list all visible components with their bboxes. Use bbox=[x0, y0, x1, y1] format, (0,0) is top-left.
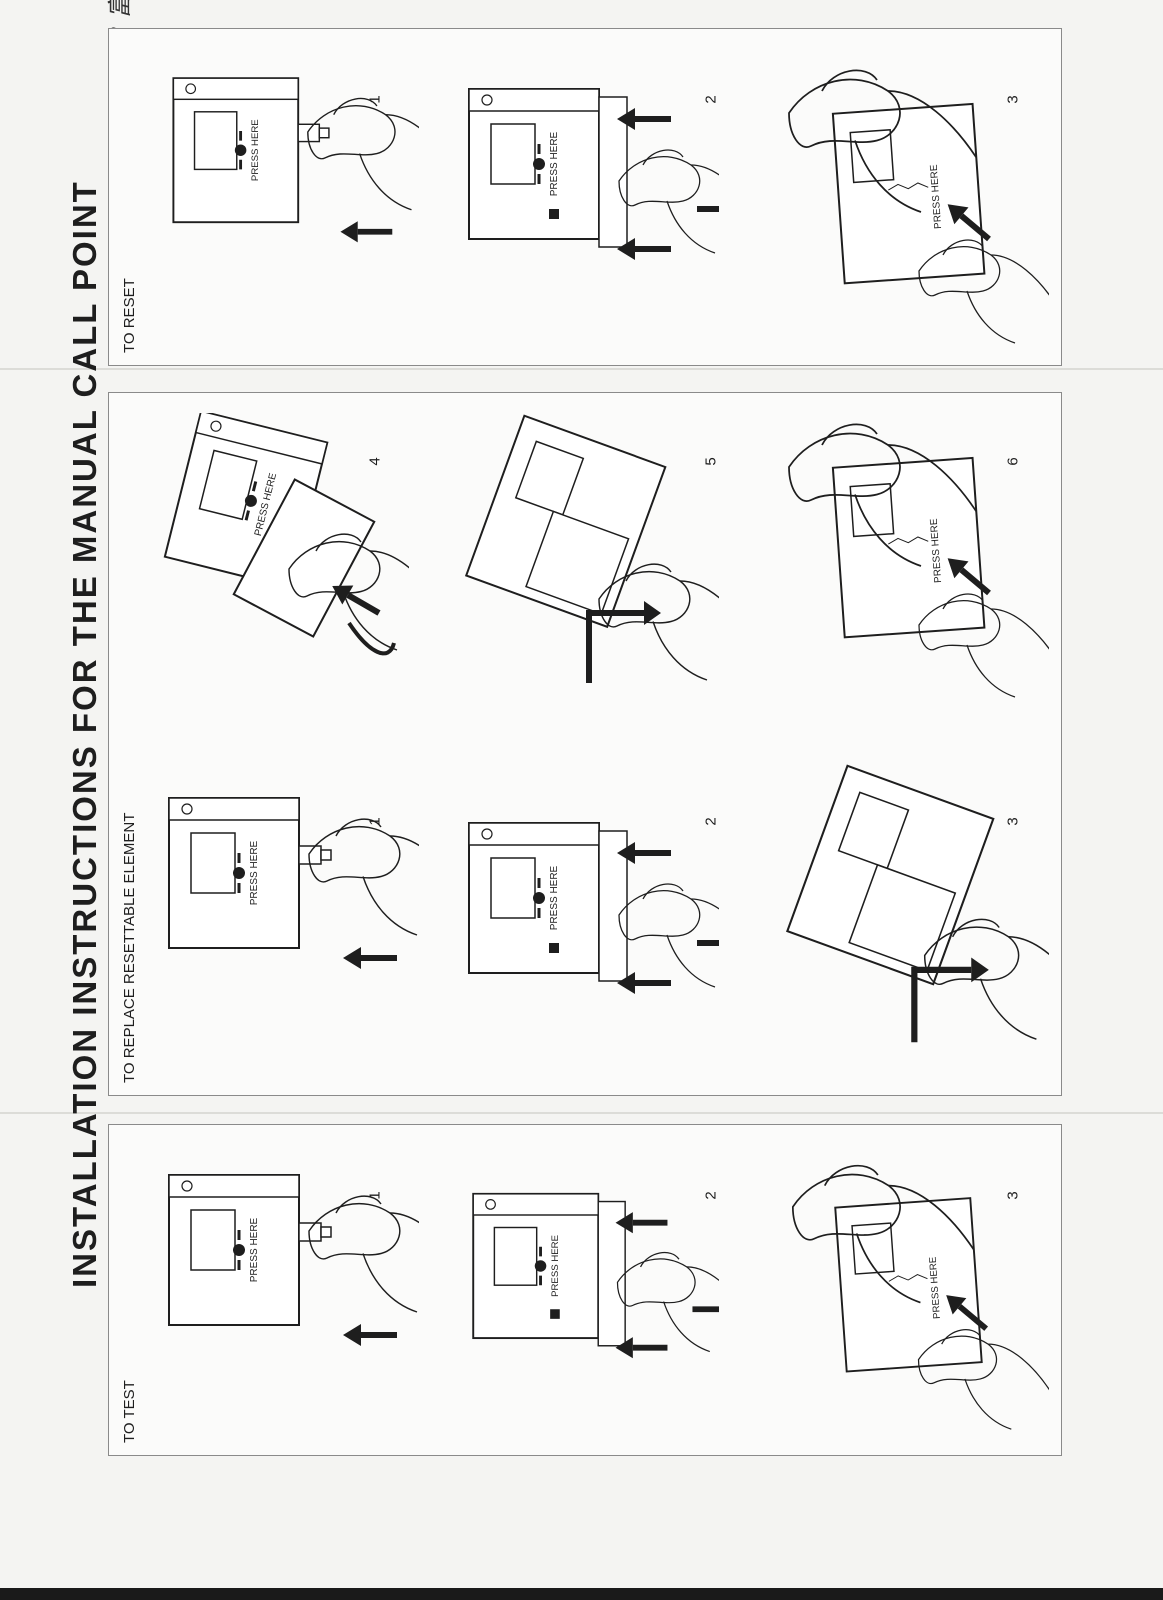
document-title: INSTALLATION INSTRUCTIONS FOR THE MANUAL… bbox=[66, 180, 103, 1288]
call-point-device-icon: PRESS HERE bbox=[168, 797, 300, 949]
hand-icon bbox=[598, 563, 719, 681]
svg-text:PRESS HERE: PRESS HERE bbox=[250, 119, 261, 181]
push-arrow-icon bbox=[615, 1337, 668, 1359]
push-arrow-icon bbox=[692, 1306, 719, 1313]
push-arrow-icon bbox=[946, 1295, 989, 1331]
push-arrow-icon bbox=[697, 206, 719, 212]
section-to-reset: TO RESET PRESS HERE bbox=[108, 28, 1062, 366]
step-number: 3 bbox=[1004, 817, 1022, 826]
push-arrow-icon bbox=[947, 204, 991, 242]
call-point-device-icon: PRESS HERE bbox=[468, 88, 600, 240]
hand-icon bbox=[791, 1164, 975, 1304]
key-icon bbox=[297, 123, 330, 143]
step-illustration-element-press: PRESS HERE bbox=[759, 49, 1049, 349]
section-title: TO REPLACE RESETTABLE ELEMENT bbox=[121, 812, 138, 1083]
push-arrow-icon bbox=[617, 842, 671, 864]
scan-fold-line bbox=[0, 1112, 1163, 1114]
hand-icon bbox=[917, 1329, 1049, 1430]
step-number: 2 bbox=[702, 95, 720, 104]
step-number: 1 bbox=[366, 95, 384, 104]
step-illustration-key-insert: PRESS HERE bbox=[139, 1155, 419, 1405]
step-illustration-cover-open: PRESS HERE bbox=[439, 1165, 719, 1415]
step-number: 6 bbox=[1004, 457, 1022, 466]
step-illustration-element-press: PRESS HERE bbox=[759, 1145, 1049, 1435]
hand-icon bbox=[618, 149, 719, 254]
svg-text:PRESS HERE: PRESS HERE bbox=[249, 840, 260, 905]
svg-text:PRESS HERE: PRESS HERE bbox=[550, 1235, 561, 1297]
step-number: 1 bbox=[366, 1191, 384, 1200]
svg-text:PRESS HERE: PRESS HERE bbox=[929, 164, 944, 229]
push-arrow-icon bbox=[343, 1324, 397, 1346]
key-icon bbox=[298, 1222, 332, 1242]
step-number: 3 bbox=[1004, 1191, 1022, 1200]
hand-icon bbox=[288, 533, 409, 651]
scan-fold-line bbox=[0, 368, 1163, 370]
svg-text:PRESS HERE: PRESS HERE bbox=[929, 518, 944, 583]
hand-icon bbox=[308, 818, 419, 936]
scan-edge bbox=[0, 1588, 1163, 1600]
step-illustration-key-insert: PRESS HERE bbox=[139, 59, 419, 299]
hand-icon bbox=[788, 423, 977, 567]
step-illustration-cover-open: PRESS HERE bbox=[439, 59, 719, 319]
step-number: 2 bbox=[702, 817, 720, 826]
call-point-device-icon: PRESS HERE bbox=[468, 822, 600, 974]
call-point-device-icon: PRESS HERE bbox=[168, 1174, 300, 1326]
step-illustration-element-press: PRESS HERE bbox=[759, 403, 1049, 703]
hand-icon bbox=[918, 239, 1049, 344]
hand-icon bbox=[616, 1251, 719, 1353]
hand-icon bbox=[618, 883, 719, 988]
push-arrow-icon bbox=[617, 238, 671, 260]
section-title: TO TEST bbox=[121, 1380, 138, 1443]
push-arrow-icon bbox=[947, 558, 991, 596]
svg-text:PRESS HERE: PRESS HERE bbox=[549, 131, 560, 196]
push-arrow-icon bbox=[697, 940, 719, 946]
svg-text:PRESS HERE: PRESS HERE bbox=[549, 865, 560, 930]
push-arrow-icon bbox=[615, 1212, 668, 1234]
hand-icon bbox=[923, 918, 1049, 1040]
section-to-replace: TO REPLACE RESETTABLE ELEMENT PRESS HERE bbox=[108, 392, 1062, 1096]
svg-text:PRESS HERE: PRESS HERE bbox=[928, 1256, 943, 1319]
call-point-device-icon: PRESS HERE bbox=[172, 77, 300, 224]
step-number: 5 bbox=[702, 457, 720, 466]
step-illustration-element-slide bbox=[759, 763, 1049, 1063]
svg-text:PRESS HERE: PRESS HERE bbox=[249, 1217, 260, 1282]
step-number: 3 bbox=[1004, 95, 1022, 104]
step-illustration-key-insert: PRESS HERE bbox=[139, 773, 419, 1033]
step-illustration-element-remove: PRESS HERE bbox=[139, 413, 409, 693]
push-arrow-icon bbox=[617, 108, 671, 130]
step-number: 2 bbox=[702, 1191, 720, 1200]
hand-icon bbox=[788, 69, 977, 213]
call-point-device-icon: PRESS HERE bbox=[472, 1192, 600, 1340]
push-arrow-icon bbox=[340, 221, 393, 243]
hand-icon bbox=[918, 593, 1049, 698]
step-illustration-cover-open: PRESS HERE bbox=[439, 793, 719, 1053]
push-arrow-icon bbox=[332, 585, 381, 616]
push-arrow-icon bbox=[343, 947, 397, 969]
section-title: TO RESET bbox=[121, 278, 138, 353]
step-number: 1 bbox=[366, 817, 384, 826]
step-number: 4 bbox=[366, 457, 384, 466]
section-to-test: TO TEST PRESS HERE bbox=[108, 1124, 1062, 1456]
hand-icon bbox=[308, 1195, 419, 1313]
push-arrow-icon bbox=[617, 972, 671, 994]
step-illustration-element-slide bbox=[439, 413, 719, 703]
key-icon bbox=[298, 845, 332, 865]
hand-icon bbox=[307, 97, 419, 211]
